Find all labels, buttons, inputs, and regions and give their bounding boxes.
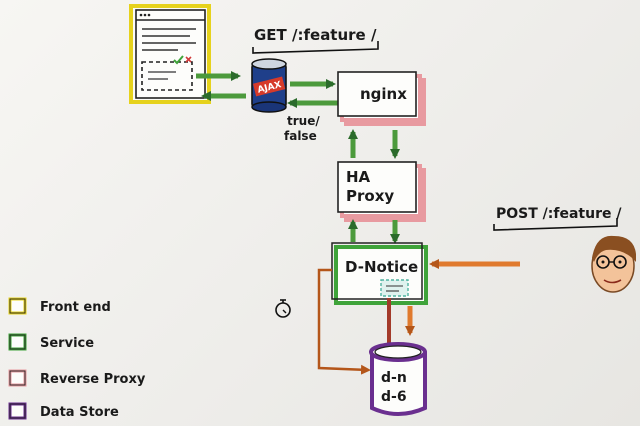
legend-label: Data Store [40, 405, 119, 420]
legend-swatch [8, 297, 27, 315]
legend-item-frontend: Front end [8, 297, 111, 315]
legend-item-service: Service [8, 333, 94, 351]
response-label: true/false [284, 114, 320, 143]
legend-swatch [8, 333, 27, 351]
nginx-label: nginx [360, 85, 407, 103]
legend-item-data-store: Data Store [8, 402, 119, 420]
legend-swatch [8, 402, 27, 420]
get-request-label: GET /:feature / [254, 26, 377, 44]
dnotice-node: D-Notice [331, 242, 428, 305]
legend-item-reverse-proxy: Reverse Proxy [8, 369, 146, 387]
cache-box [380, 279, 409, 297]
legend-label: Front end [40, 300, 111, 315]
post-request-label: POST /:feature / [496, 206, 622, 222]
datastore-node: d-n d-6 [369, 342, 427, 416]
haproxy-label-line1: HA [346, 168, 371, 186]
db-label-line1: d-n [381, 370, 407, 386]
legend: Front end Service Reverse Proxy Data Sto… [8, 297, 146, 420]
timer-icon [275, 299, 291, 318]
legend-label: Reverse Proxy [40, 372, 146, 387]
nginx-node: nginx [337, 71, 426, 126]
ajax-can-icon: AJAX [251, 58, 287, 113]
legend-label: Service [40, 336, 94, 351]
haproxy-node: HA Proxy [337, 161, 426, 222]
arrow-dnotice-loop-to-db [317, 268, 371, 375]
db-label-line2: d-6 [381, 389, 407, 405]
dnotice-label: D-Notice [345, 258, 418, 276]
legend-swatch [8, 369, 27, 387]
post-bracket [493, 218, 618, 231]
user-face-icon [591, 235, 636, 293]
haproxy-label-line2: Proxy [346, 187, 394, 205]
browser-window-icon [129, 4, 211, 104]
get-bracket [252, 41, 379, 54]
